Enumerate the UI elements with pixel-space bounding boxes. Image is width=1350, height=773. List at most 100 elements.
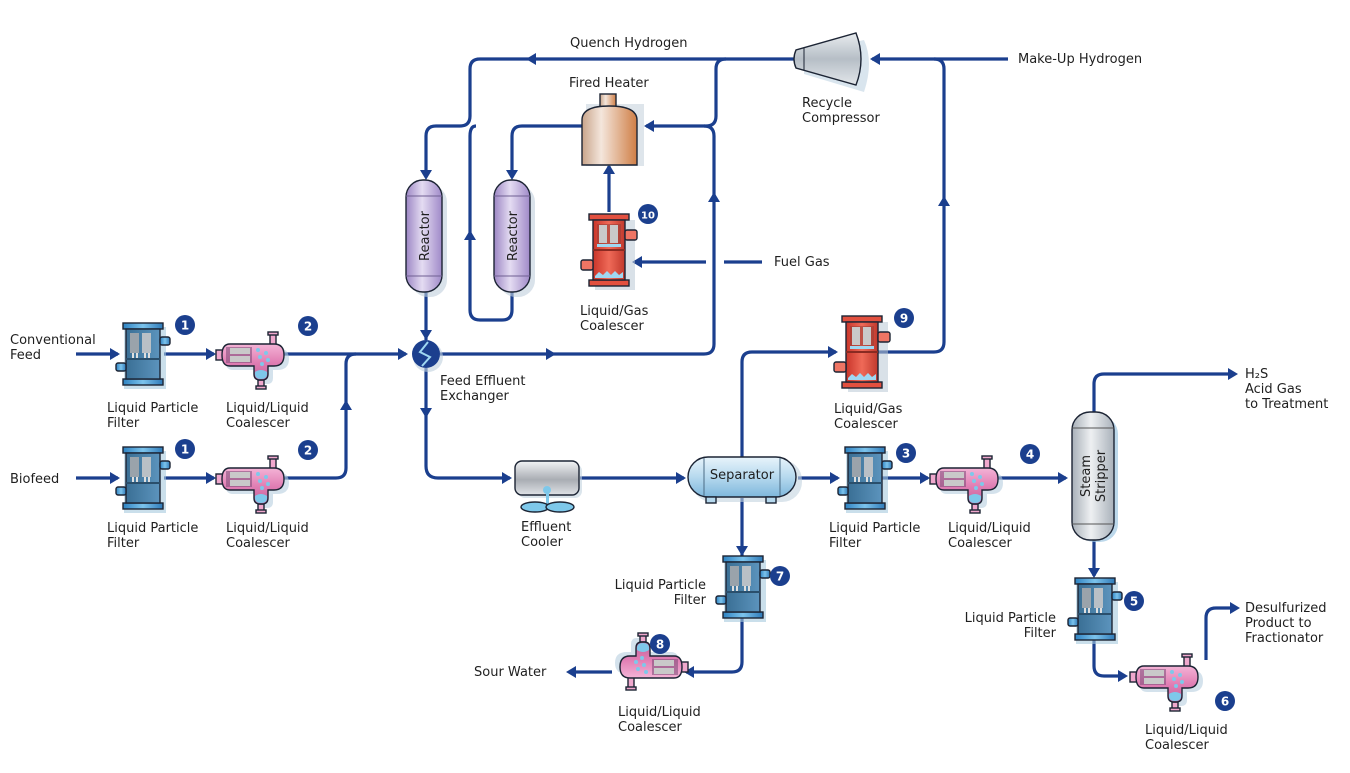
arrow-icon bbox=[502, 472, 512, 484]
svg-text:8: 8 bbox=[656, 638, 664, 652]
pipe-quench-hydrogen bbox=[424, 57, 794, 176]
arrow-icon bbox=[708, 192, 720, 202]
effluent-cooler-label-2: Cooler bbox=[521, 535, 564, 550]
arrow-icon bbox=[828, 346, 838, 358]
arrow-icon bbox=[566, 666, 576, 678]
arrow-icon bbox=[506, 170, 518, 180]
recycle-compressor[interactable] bbox=[793, 32, 869, 92]
arrow-icon bbox=[340, 400, 352, 410]
arrow-icon bbox=[603, 164, 615, 174]
badge-2a: 2 bbox=[298, 316, 318, 336]
pipe-heater-to-reactor2 bbox=[510, 124, 582, 176]
arrow-icon bbox=[1118, 670, 1128, 682]
liquid-liquid-coalescer-2a[interactable] bbox=[215, 331, 290, 390]
liquid-particle-filter-1b[interactable] bbox=[115, 446, 171, 514]
lgc-10-label: Liquid/Gas bbox=[580, 304, 649, 319]
arrow-icon bbox=[870, 53, 880, 65]
effluent-cooler[interactable] bbox=[514, 460, 582, 513]
lpf-1a-label: Liquid Particle bbox=[107, 401, 198, 416]
arrow-icon bbox=[644, 120, 654, 132]
steam-stripper-label-2: Stripper bbox=[1094, 449, 1109, 502]
llc-8-label-2: Coalescer bbox=[618, 720, 683, 735]
liquid-liquid-coalescer-2b[interactable] bbox=[215, 455, 290, 514]
badge-1a: 1 bbox=[175, 315, 195, 335]
llc-4-label: Liquid/Liquid bbox=[948, 521, 1031, 536]
flow-arrows bbox=[110, 53, 1240, 682]
desulfurized-label-3: Fractionator bbox=[1245, 631, 1324, 646]
lpf-5-label: Liquid Particle bbox=[965, 611, 1056, 626]
arrow-icon bbox=[526, 53, 536, 65]
effluent-cooler-label: Effluent bbox=[521, 520, 571, 535]
liquid-particle-filter-7[interactable] bbox=[715, 555, 771, 623]
liquid-liquid-coalescer-6[interactable] bbox=[1129, 653, 1204, 712]
arrow-icon bbox=[110, 348, 120, 360]
fired-heater[interactable] bbox=[581, 93, 644, 166]
desulfurized-label-2: Product to bbox=[1245, 616, 1312, 631]
desulfurized-label: Desulfurized bbox=[1245, 601, 1326, 616]
svg-text:2: 2 bbox=[304, 444, 312, 458]
arrow-icon bbox=[398, 348, 408, 360]
recycle-compressor-label: Recycle bbox=[802, 96, 852, 111]
svg-text:10: 10 bbox=[641, 211, 655, 222]
lpf-3-label-2: Filter bbox=[829, 536, 862, 551]
svg-text:5: 5 bbox=[1130, 595, 1138, 609]
arrow-icon bbox=[1230, 602, 1240, 614]
llc-6-label-2: Coalescer bbox=[1145, 738, 1210, 753]
exchanger-label: Feed Effluent bbox=[440, 374, 526, 389]
svg-text:3: 3 bbox=[902, 447, 910, 461]
liquid-particle-filter-5[interactable] bbox=[1067, 577, 1123, 645]
lpf-1b-label-2: Filter bbox=[107, 536, 140, 551]
badge-3: 3 bbox=[896, 443, 916, 463]
liquid-particle-filter-3[interactable] bbox=[837, 446, 893, 514]
arrow-icon bbox=[736, 546, 748, 556]
steam-stripper[interactable] bbox=[1071, 411, 1118, 542]
llc-6-label: Liquid/Liquid bbox=[1145, 723, 1228, 738]
separator-label: Separator bbox=[710, 468, 775, 483]
badge-2b: 2 bbox=[298, 440, 318, 460]
exchanger-label-2: Exchanger bbox=[440, 389, 510, 404]
fired-heater-label: Fired Heater bbox=[569, 76, 649, 91]
lgc-9-label: Liquid/Gas bbox=[834, 402, 903, 417]
arrow-icon bbox=[830, 472, 840, 484]
lpf-5-label-2: Filter bbox=[1024, 626, 1057, 641]
feed-effluent-exchanger[interactable] bbox=[412, 340, 443, 372]
pipe-lpf5-to-llc6 bbox=[1092, 640, 1124, 678]
badge-7: 7 bbox=[770, 566, 790, 586]
separator[interactable] bbox=[687, 456, 802, 504]
arrow-icon bbox=[464, 230, 476, 240]
arrow-icon bbox=[420, 408, 432, 418]
llc-2a-label: Liquid/Liquid bbox=[226, 401, 309, 416]
badge-4: 4 bbox=[1020, 444, 1040, 464]
quench-hydrogen-label: Quench Hydrogen bbox=[570, 36, 687, 51]
arrow-icon bbox=[632, 256, 642, 268]
arrow-icon bbox=[110, 472, 120, 484]
lgc-9-label-2: Coalescer bbox=[834, 417, 899, 432]
arrow-icon bbox=[676, 472, 686, 484]
arrow-icon bbox=[1088, 568, 1100, 578]
svg-text:2: 2 bbox=[304, 320, 312, 334]
liquid-liquid-coalescer-4[interactable] bbox=[929, 455, 1004, 514]
liquid-gas-coalescer-10[interactable] bbox=[580, 213, 638, 291]
lpf-7-label-2: Filter bbox=[674, 593, 707, 608]
reactor-1-label: Reactor bbox=[418, 210, 433, 261]
badge-5: 5 bbox=[1124, 591, 1144, 611]
pipes bbox=[76, 57, 1234, 678]
svg-text:7: 7 bbox=[776, 570, 784, 584]
arrow-icon bbox=[1058, 472, 1068, 484]
liquid-gas-coalescer-9[interactable] bbox=[833, 315, 891, 393]
recycle-compressor-label-2: Compressor bbox=[802, 111, 881, 126]
biofeed-label: Biofeed bbox=[10, 472, 59, 487]
svg-text:1: 1 bbox=[181, 443, 189, 457]
llc-2b-label-2: Coalescer bbox=[226, 536, 291, 551]
reactor-2-label: Reactor bbox=[506, 210, 521, 261]
liquid-particle-filter-1a[interactable] bbox=[115, 322, 171, 390]
pipe-reactor-loop bbox=[468, 124, 514, 322]
arrow-icon bbox=[206, 472, 216, 484]
acid-gas-label: Acid Gas bbox=[1245, 382, 1302, 397]
conventional-feed-label-2: Feed bbox=[10, 348, 41, 363]
pipe-llc2b-merge bbox=[280, 352, 357, 480]
pipe-h2-from-lgc9 bbox=[866, 57, 946, 354]
conventional-feed-label: Conventional bbox=[10, 333, 96, 348]
llc-4-label-2: Coalescer bbox=[948, 536, 1013, 551]
